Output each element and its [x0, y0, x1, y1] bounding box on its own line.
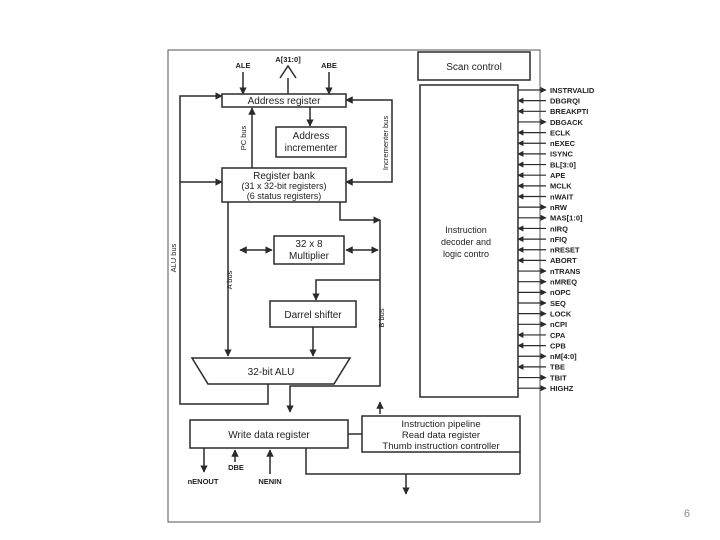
signal-label-20: SEQ — [550, 299, 566, 308]
a-bus-label: A bus — [225, 270, 234, 289]
signal-label-17: nTRANS — [550, 267, 580, 276]
signal-label-25: nM[4:0] — [550, 352, 577, 361]
alu-block — [190, 357, 352, 385]
signal-dbe: DBE — [228, 463, 244, 472]
signal-label-10: nWAIT — [550, 192, 574, 201]
instruction-pipeline-line-2: Read data register — [402, 430, 480, 441]
signal-label-15: nRESET — [550, 246, 580, 255]
address-incrementer-line-1: Address — [293, 131, 330, 142]
signal-label-12: MAS[1:0] — [550, 214, 583, 223]
signal-label-18: nMREQ — [550, 278, 577, 287]
scan-control-label: Scan control — [446, 62, 502, 73]
signal-label-16: ABORT — [550, 256, 577, 265]
signal-label-26: TBE — [550, 363, 565, 372]
instruction-pipeline-line-1: Instruction pipeline — [401, 419, 480, 430]
signal-label-28: HIGHZ — [550, 384, 574, 393]
register-bank-block — [221, 167, 347, 203]
signal-label-9: MCLK — [550, 182, 572, 191]
signal-label-27: TBIT — [550, 373, 567, 382]
b-bus-line — [286, 220, 381, 413]
signal-label-24: CPB — [550, 341, 566, 350]
signal-label-5: nEXEC — [550, 139, 576, 148]
instruction-decoder-line-1: Instruction — [445, 225, 487, 235]
multiplier-line-1: 32 x 8 — [295, 239, 323, 250]
signal-ale: ALE — [236, 61, 251, 70]
multiplier-block — [273, 235, 345, 265]
page-number: 6 — [683, 508, 690, 520]
b-bus-label: B bus — [377, 308, 386, 327]
signal-address: A[31:0] — [275, 55, 301, 64]
address-incrementer-block — [275, 126, 347, 158]
barrel-shifter-block — [269, 300, 357, 328]
register-bank-line-1: Register bank — [253, 171, 316, 182]
address-incrementer-line-2: incrementer — [285, 143, 338, 154]
signal-label-4: ECLK — [550, 128, 571, 137]
alu-bus-label: ALU bus — [169, 243, 178, 272]
instruction-decoder-block — [419, 84, 519, 398]
instruction-pipeline-line-3: Thumb instruction controller — [382, 441, 499, 452]
signal-label-22: nCPI — [550, 320, 567, 329]
signal-label-13: nIRQ — [550, 224, 568, 233]
signal-label-8: APE — [550, 171, 565, 180]
signal-label-3: DBGACK — [550, 118, 583, 127]
pc-bus-label: PC bus — [239, 125, 248, 150]
signal-label-7: BL[3:0] — [550, 160, 576, 169]
instruction-pipeline-block — [361, 415, 521, 453]
instruction-decoder-line-3: logic contro — [443, 249, 489, 259]
signal-label-23: CPA — [550, 331, 566, 340]
signal-label-6: ISYNC — [550, 150, 574, 159]
alu-bus-line — [179, 92, 223, 400]
signal-label-0: INSTRVALID — [550, 86, 595, 95]
incrementer-bus-label: Incrementer bus — [381, 116, 390, 170]
signal-nenout: nENOUT — [188, 477, 219, 486]
signal-label-2: BREAKPTI — [550, 107, 588, 116]
address-register-label: Address register — [248, 96, 321, 107]
write-data-register-label: Write data register — [228, 430, 310, 441]
incrementer-bus-line — [345, 99, 393, 186]
data-bus-line — [305, 448, 520, 475]
scan-control-block — [417, 51, 531, 81]
signal-label-1: DBGRQI — [550, 96, 580, 105]
write-data-register-block — [189, 419, 349, 449]
alu-label: 32-bit ALU — [248, 367, 295, 378]
signal-label-14: nFIQ — [550, 235, 567, 244]
register-bank-line-3: (6 status registers) — [247, 191, 322, 201]
signal-label-11: nRW — [550, 203, 568, 212]
instruction-decoder-line-2: decoder and — [441, 237, 491, 247]
register-bank-line-2: (31 x 32-bit registers) — [241, 181, 326, 191]
multiplier-line-2: Multiplier — [289, 251, 330, 262]
signal-label-19: nOPC — [550, 288, 571, 297]
signal-label-21: LOCK — [550, 309, 572, 318]
barrel-shifter-label: Darrel shifter — [284, 310, 342, 321]
signal-nenin: NENIN — [258, 477, 281, 486]
frame-border — [167, 49, 541, 523]
signal-abe: ABE — [321, 61, 337, 70]
